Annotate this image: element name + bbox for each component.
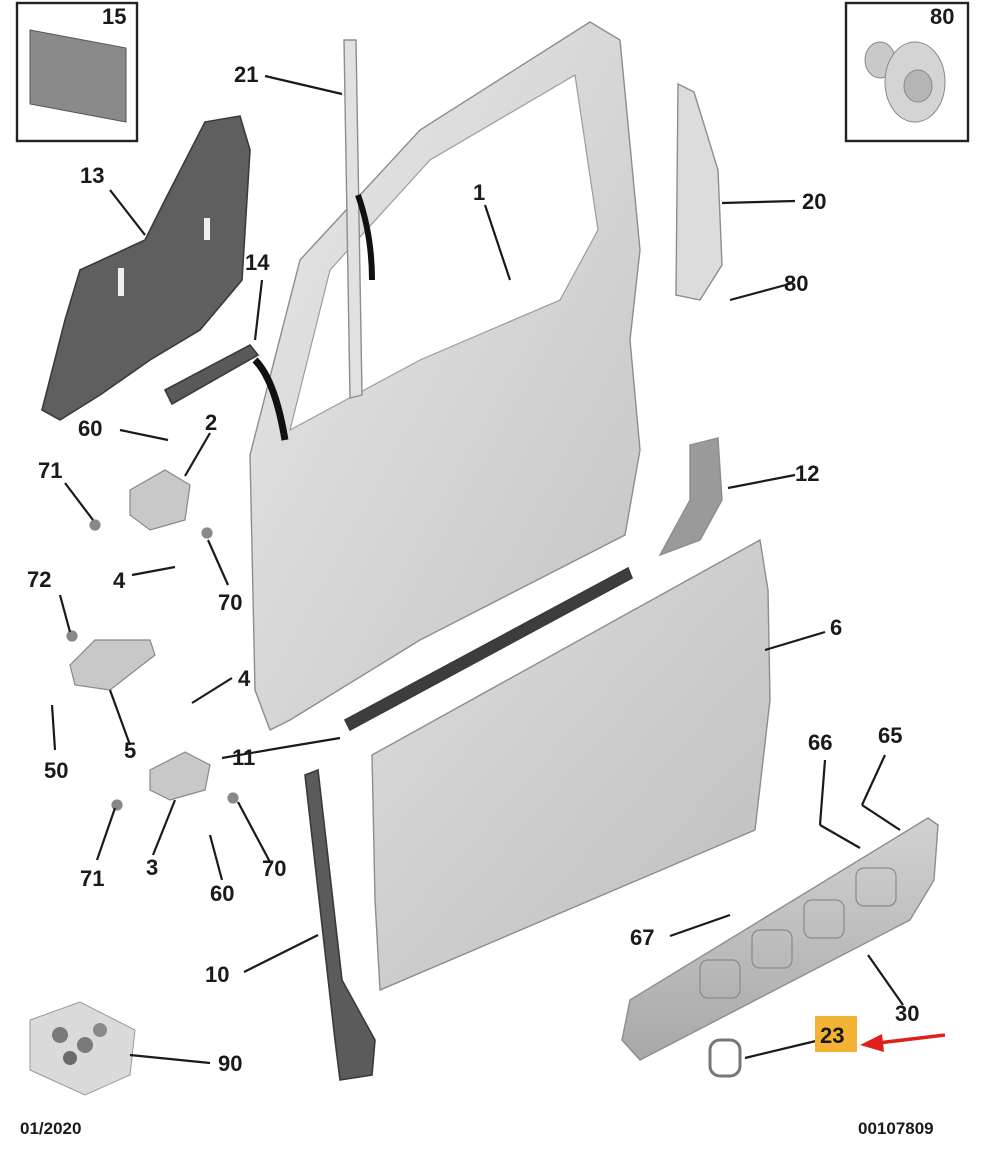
callout-71-upper: 71 <box>38 458 62 483</box>
part-14-strip <box>163 343 260 406</box>
callout-66: 66 <box>808 730 832 755</box>
callout-11: 11 <box>232 745 255 770</box>
callout-15: 15 <box>102 4 126 29</box>
part-12-bracket <box>658 437 723 557</box>
callout-labels: 15 80 21 13 1 20 80 14 60 2 71 12 4 70 7… <box>27 4 954 1076</box>
part-11-seal <box>343 566 634 732</box>
part-13-inner-panel <box>41 115 251 421</box>
callout-65: 65 <box>878 723 902 748</box>
callout-67: 67 <box>630 925 654 950</box>
callout-2: 2 <box>205 410 217 435</box>
callout-70-upper: 70 <box>218 590 242 615</box>
footer-reference: 00107809 <box>858 1119 934 1138</box>
callout-6: 6 <box>830 615 842 640</box>
footer-date: 01/2020 <box>20 1119 81 1138</box>
inset-box-15 <box>15 1 139 143</box>
callout-4-lower: 4 <box>238 666 251 691</box>
hinge-upper <box>89 469 213 539</box>
part-20-b-pillar-cover <box>675 82 723 301</box>
hinge-lower <box>111 751 239 811</box>
callout-4-upper: 4 <box>113 568 126 593</box>
callout-80: 80 <box>784 271 808 296</box>
red-arrow <box>860 1033 946 1052</box>
highlight-box-23 <box>815 1016 857 1052</box>
callout-60-upper: 60 <box>78 416 102 441</box>
callout-21: 21 <box>234 62 258 87</box>
leader-lines <box>50 74 904 1065</box>
callout-3: 3 <box>146 855 158 880</box>
callout-50: 50 <box>44 758 68 783</box>
inset-box-80 <box>844 1 970 143</box>
callout-20: 20 <box>802 189 826 214</box>
callout-60-lower: 60 <box>210 881 234 906</box>
part-21-pillar-trim <box>343 39 363 399</box>
callout-5: 5 <box>124 738 136 763</box>
callout-23: 23 <box>820 1023 844 1048</box>
callout-70-lower: 70 <box>262 856 286 881</box>
callout-14: 14 <box>245 250 270 275</box>
door-check <box>66 630 156 691</box>
part-30-moulding <box>621 817 939 1061</box>
callout-12: 12 <box>795 461 819 486</box>
part-23-clip <box>708 1038 742 1078</box>
part-10-seal-strip <box>304 768 376 1081</box>
part-90-kit <box>29 1001 136 1096</box>
callout-13: 13 <box>80 163 104 188</box>
callout-10: 10 <box>205 962 229 987</box>
callout-90: 90 <box>218 1051 242 1076</box>
callout-80-inset: 80 <box>930 4 954 29</box>
callout-30: 30 <box>895 1001 919 1026</box>
part-6-outer-skin <box>371 538 771 992</box>
callout-1: 1 <box>473 180 485 205</box>
callout-71-lower: 71 <box>80 866 104 891</box>
callout-72: 72 <box>27 567 51 592</box>
